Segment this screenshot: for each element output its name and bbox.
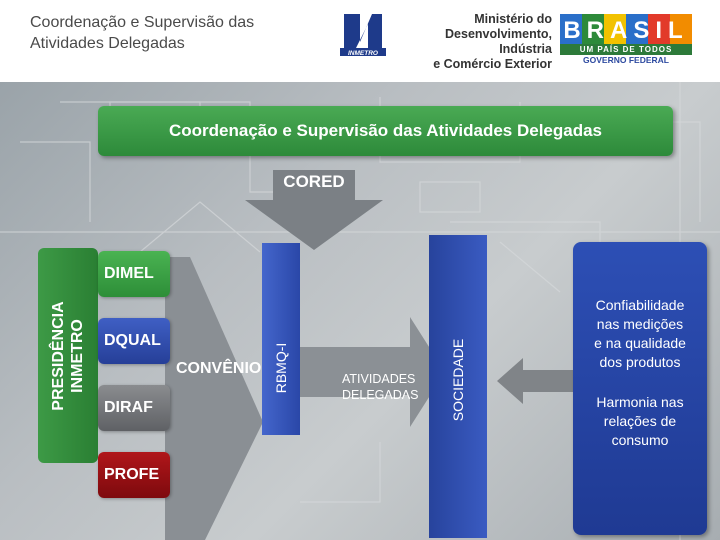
down-arrow-icon [245,170,383,250]
outcome2-line3: consumo [611,432,669,448]
ministry-line2: Desenvolvimento, Indústria [445,27,552,56]
brasil-gov: GOVERNO FEDERAL [583,55,669,65]
header-title-line2: Atividades Delegadas [30,35,185,52]
dept-diraf: DIRAF [98,385,170,431]
ministry-line3: e Comércio Exterior [433,57,552,71]
inmetro-logo-icon: INMETRO [340,10,386,57]
header-title-line1: Coordenação e Supervisão das [30,14,255,31]
inmetro-logo-text: INMETRO [348,50,378,57]
convenio-arrow-icon [165,257,263,540]
atividades-line1: ATIVIDADES [342,372,416,386]
presidencia-line2: INMETRO [69,319,86,393]
brasil-slogan: UM PAÍS DE TODOS [560,44,692,55]
presidencia-box [38,248,98,463]
flow-arrows [165,170,573,540]
dept-dqual: DQUAL [98,318,170,364]
brasil-wordmark: BRASIL [560,14,692,44]
header: Coordenação e Supervisão das Atividades … [0,0,720,82]
cored-label: CORED [283,172,345,191]
outcome1-line2: nas medições [596,316,684,332]
sociedade-bar [429,235,487,538]
outcomes-box [573,242,707,535]
outcome1-line1: Confiabilidade [595,297,685,313]
outcome1-line4: dos produtos [599,354,681,370]
dept-dimel: DIMEL [98,251,170,297]
banner: Coordenação e Supervisão das Atividades … [98,106,673,156]
feedback-arrow-icon [497,358,573,404]
brasil-logo-text: BRASIL [563,17,688,44]
ministry-name: Ministério do Desenvolvimento, Indústria… [392,12,552,72]
ministry-line1: Ministério do [474,12,552,26]
rbmq-bar [262,243,300,435]
rbmq-label: RBMQ-I [273,342,289,394]
atividades-arrow-icon [300,317,445,427]
presidencia-line1: PRESIDÊNCIA [50,301,67,411]
presidencia-label: PRESIDÊNCIA INMETRO [49,249,87,464]
sociedade-label: SOCIEDADE [450,338,466,422]
outcome-confiabilidade: Confiabilidade nas medições e na qualida… [580,296,700,372]
outcome2-line1: Harmonia nas [596,394,684,410]
outcome-harmonia: Harmonia nas relações de consumo [580,393,700,450]
dept-profe: PROFE [98,452,170,498]
atividades-label: ATIVIDADES DELEGADAS [342,371,442,403]
diagram-canvas: Coordenação e Supervisão das Atividades … [0,82,720,540]
header-title: Coordenação e Supervisão das Atividades … [30,12,330,54]
outcome2-line2: relações de [603,413,677,429]
brasil-logo-icon: BRASIL UM PAÍS DE TODOS GOVERNO FEDERAL [560,14,692,65]
convenio-label: CONVÊNIO [176,360,262,377]
outcome1-line3: e na qualidade [594,335,686,351]
atividades-line2: DELEGADAS [342,388,419,402]
